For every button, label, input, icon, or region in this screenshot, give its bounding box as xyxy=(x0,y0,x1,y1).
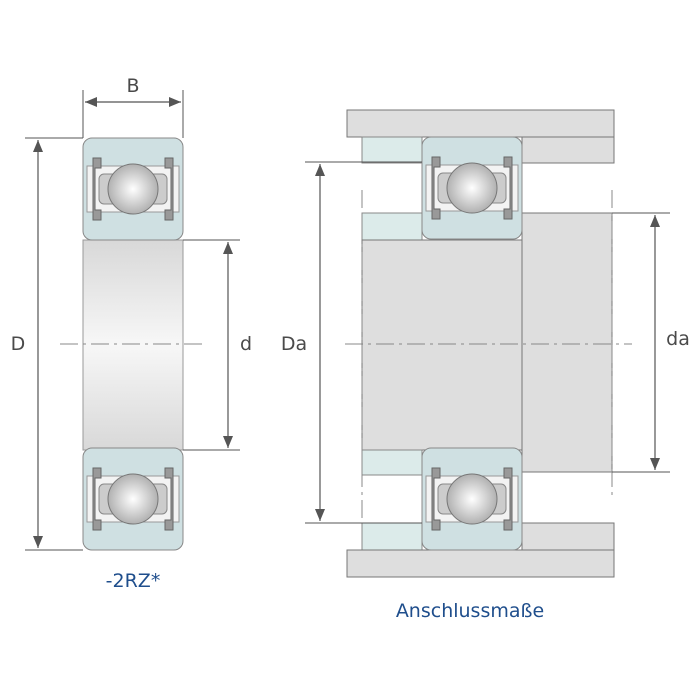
mounted-bearing-top xyxy=(421,136,523,240)
label-B: B xyxy=(126,75,139,97)
bearing-top-half xyxy=(82,137,184,241)
bearing-section-left xyxy=(82,137,184,551)
label-da: da xyxy=(666,328,690,350)
shaft-shoulder-top xyxy=(361,212,423,241)
caption-mounting: Anschlussmaße xyxy=(396,600,544,622)
dimension-Da xyxy=(315,164,325,521)
shaft-shoulder xyxy=(521,212,613,473)
label-d: d xyxy=(240,333,252,355)
dimension-B xyxy=(85,97,181,107)
shaft-shoulder-bottom xyxy=(361,449,423,476)
housing-top xyxy=(346,109,615,138)
label-D: D xyxy=(11,333,26,355)
spacer-top xyxy=(361,136,423,164)
mounted-bearing-bottom xyxy=(421,447,523,551)
dimension-d xyxy=(223,242,233,448)
dimension-D xyxy=(33,140,43,548)
spacer-bottom xyxy=(361,522,423,551)
label-Da: Da xyxy=(281,333,307,355)
housing-bottom xyxy=(346,549,615,578)
bearing-bottom-half xyxy=(82,447,184,551)
mounting-section xyxy=(346,109,615,578)
shaft xyxy=(361,239,523,451)
caption-variant: -2RZ* xyxy=(106,570,161,592)
dimension-da xyxy=(650,215,660,470)
bore-region xyxy=(82,239,184,451)
housing-shoulder-top xyxy=(521,136,615,164)
housing-shoulder-bottom xyxy=(521,522,615,551)
